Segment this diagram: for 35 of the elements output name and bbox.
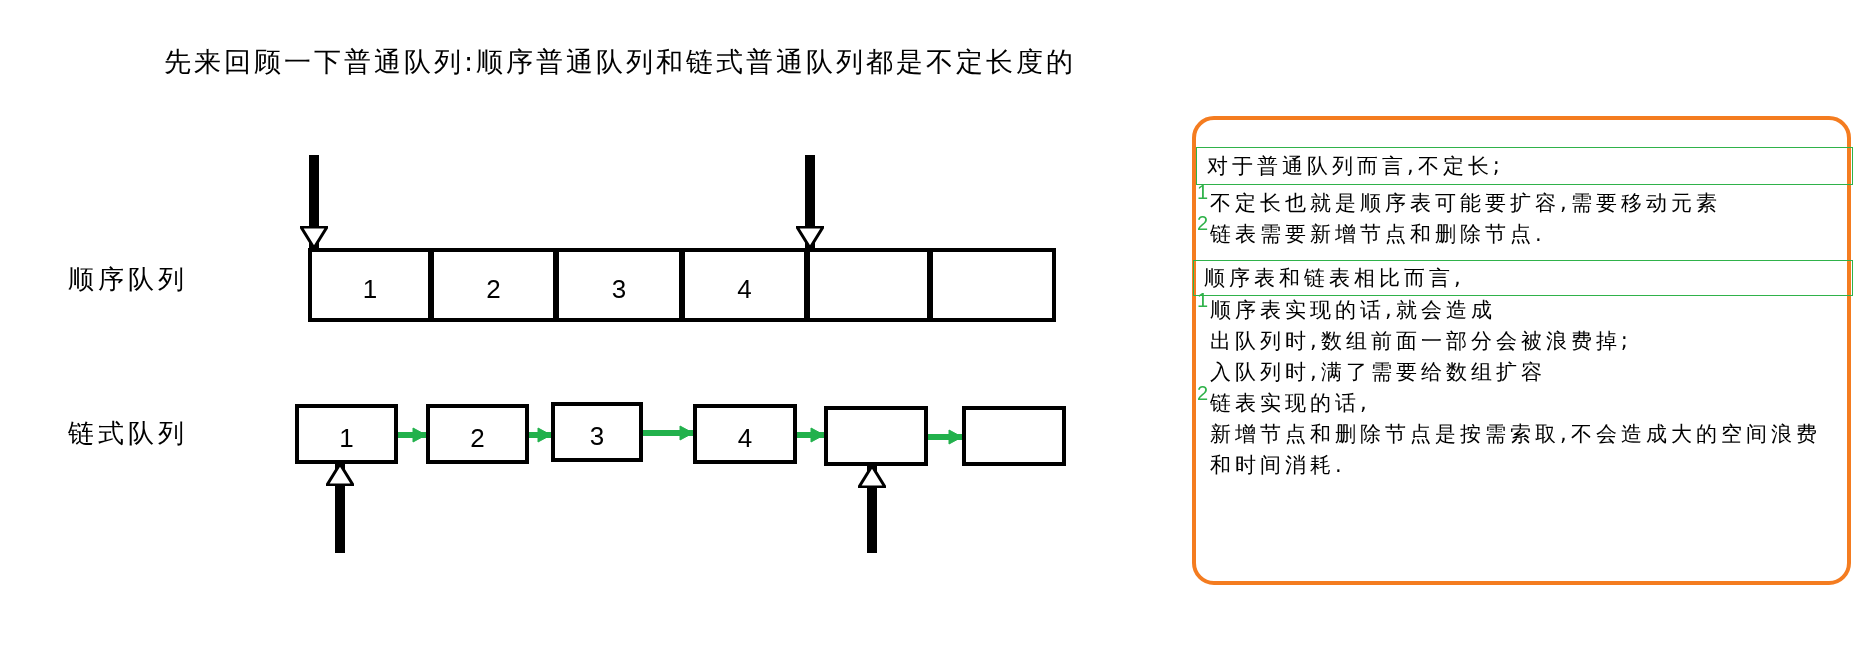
note-text: 顺序表实现的话,就会造成 bbox=[1210, 297, 1497, 324]
link-arrow bbox=[928, 429, 963, 445]
highlight-box: 对于普通队列而言,不定长; bbox=[1196, 147, 1853, 185]
pointer-arrow bbox=[299, 155, 329, 250]
note-text: 入队列时,满了需要给数组扩容 bbox=[1210, 359, 1547, 386]
note-text: 链表实现的话, bbox=[1210, 390, 1372, 417]
note-text: 链表需要新增节点和删除节点. bbox=[1210, 221, 1547, 248]
note-text: 新增节点和删除节点是按需索取,不会造成大的空间浪费和时间消耗. bbox=[1210, 421, 1822, 479]
queue-cell: 4 bbox=[681, 248, 808, 322]
queue-cell: 2 bbox=[426, 404, 529, 464]
queue-cell bbox=[929, 248, 1056, 322]
queue-cell bbox=[824, 406, 928, 466]
link-arrow bbox=[797, 427, 825, 443]
step-number: 2 bbox=[1197, 382, 1209, 405]
queue-cell: 1 bbox=[308, 248, 432, 322]
queue-cell: 3 bbox=[551, 402, 643, 462]
note-panel bbox=[1192, 116, 1851, 585]
row-label: 链式队列 bbox=[68, 417, 188, 450]
pointer-arrow bbox=[857, 464, 887, 553]
note-text: 出队列时,数组前面一部分会被浪费掉; bbox=[1210, 328, 1633, 355]
step-number: 2 bbox=[1197, 212, 1209, 235]
row-label: 顺序队列 bbox=[68, 263, 188, 296]
queue-cell: 1 bbox=[295, 404, 398, 464]
note-text: 不定长也就是顺序表可能要扩容,需要移动元素 bbox=[1210, 190, 1722, 217]
queue-cell: 4 bbox=[693, 404, 797, 464]
link-arrow bbox=[643, 425, 694, 441]
title: 先来回顾一下普通队列:顺序普通队列和链式普通队列都是不定长度的 bbox=[164, 45, 1077, 79]
pointer-arrow bbox=[325, 462, 355, 553]
queue-cell bbox=[962, 406, 1066, 466]
queue-cell: 2 bbox=[430, 248, 557, 322]
pointer-arrow bbox=[795, 155, 825, 250]
queue-cell: 3 bbox=[555, 248, 683, 322]
queue-cell bbox=[806, 248, 931, 322]
link-arrow bbox=[529, 427, 552, 443]
link-arrow bbox=[398, 427, 427, 443]
